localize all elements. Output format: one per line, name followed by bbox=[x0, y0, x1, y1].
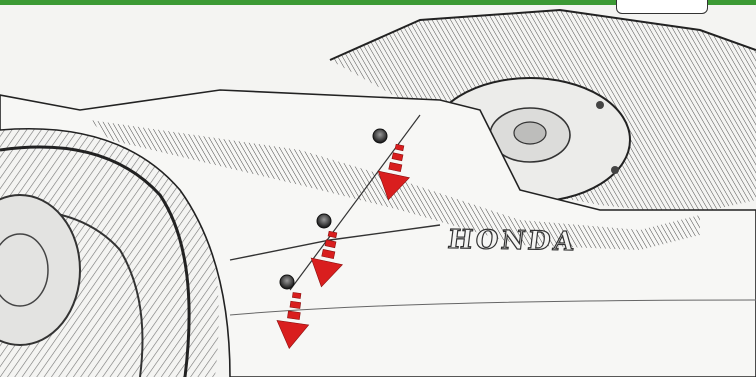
fastener-2 bbox=[317, 214, 331, 228]
fastener-3 bbox=[280, 275, 294, 289]
brand-logo-text: HONDA bbox=[446, 225, 578, 257]
fastener-1 bbox=[373, 129, 387, 143]
